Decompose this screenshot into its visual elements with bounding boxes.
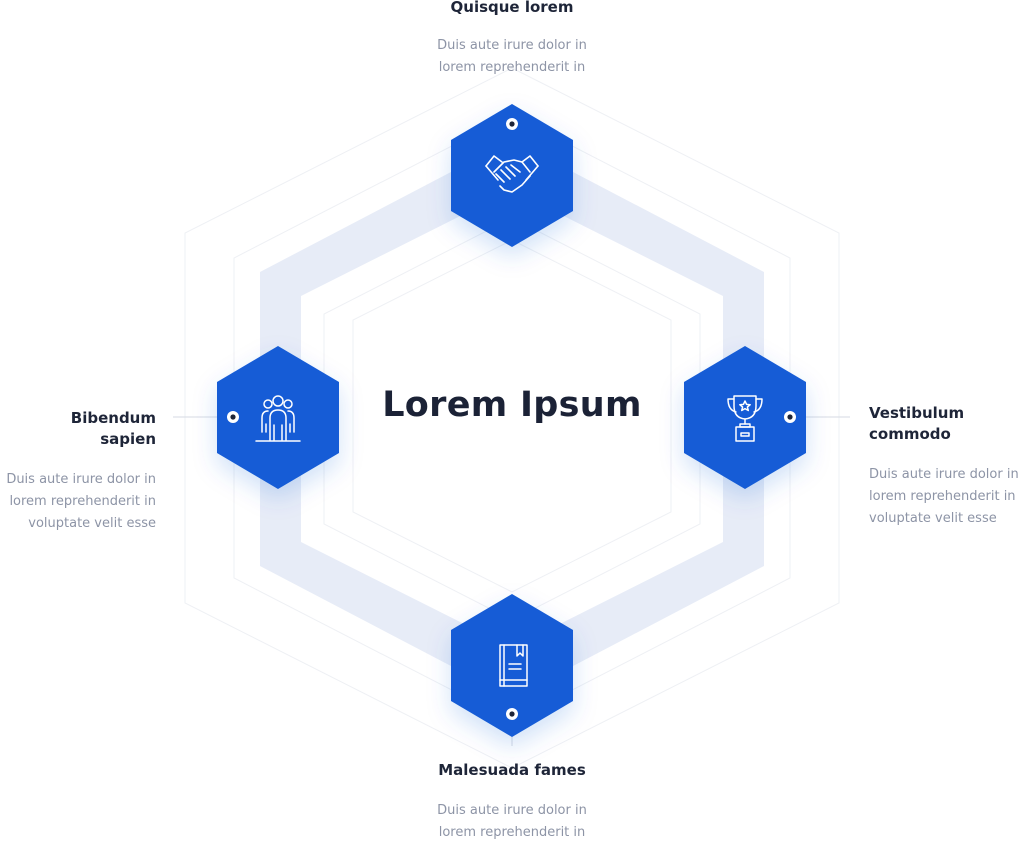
node-bottom-title: Malesuada fames: [438, 761, 586, 779]
outline-hexagon-outer: [184, 67, 840, 769]
node-left-desc-line: voluptate velit esse: [28, 516, 156, 531]
node-right-desc-line: voluptate velit esse: [869, 511, 997, 526]
node-bottom-hexagon: [451, 594, 573, 737]
node-left-title-line: sapien: [100, 430, 156, 448]
node-left: [217, 346, 339, 489]
node-left-marker-dot: [230, 414, 236, 420]
book-icon: [499, 644, 528, 687]
node-left-title-line: Bibendum: [70, 409, 156, 427]
node-right-title: Vestibulum commodo: [869, 403, 1024, 445]
node-right: [684, 346, 806, 489]
node-right-marker-dot: [787, 414, 793, 420]
trophy-icon: [727, 395, 763, 442]
node-left-hexagon: [217, 346, 339, 489]
node-top-hexagon: [451, 104, 573, 247]
inner-hexagon: [352, 239, 672, 593]
node-bottom-desc-line: lorem reprehenderit in: [438, 825, 586, 840]
node-top-desc-line: lorem reprehenderit in: [438, 60, 586, 75]
node-right-description: Duis aute irure dolor in lorem reprehend…: [869, 464, 1024, 530]
node-bottom-description: Duis aute irure dolor in lorem reprehend…: [392, 800, 632, 844]
node-left-desc-line: Duis aute irure dolor in: [6, 472, 156, 487]
team-icon: [255, 395, 301, 442]
node-left-desc-line: lorem reprehenderit in: [9, 494, 156, 509]
node-right-title-line: Vestibulum: [869, 404, 965, 422]
center-title: Lorem Ipsum: [382, 385, 642, 425]
node-bottom-marker-dot: [509, 711, 515, 717]
node-right-hexagon: [684, 346, 806, 489]
node-right-title-line: commodo: [869, 425, 951, 443]
node-right-desc-line: lorem reprehenderit in: [869, 489, 1016, 504]
node-top-title: Quisque lorem: [450, 0, 574, 16]
node-left-title: Bibendum sapien: [0, 408, 156, 450]
node-bottom-desc-line: Duis aute irure dolor in: [437, 803, 587, 818]
node-bottom: [451, 594, 573, 737]
node-right-desc-line: Duis aute irure dolor in: [869, 467, 1019, 482]
node-top-marker-dot: [509, 121, 515, 127]
node-left-description: Duis aute irure dolor in lorem reprehend…: [0, 469, 156, 535]
node-top-desc-line: Duis aute irure dolor in: [437, 38, 587, 53]
node-top: [451, 104, 573, 247]
handshake-icon: [485, 155, 539, 193]
node-top-description: Duis aute irure dolor in lorem reprehend…: [392, 35, 632, 79]
